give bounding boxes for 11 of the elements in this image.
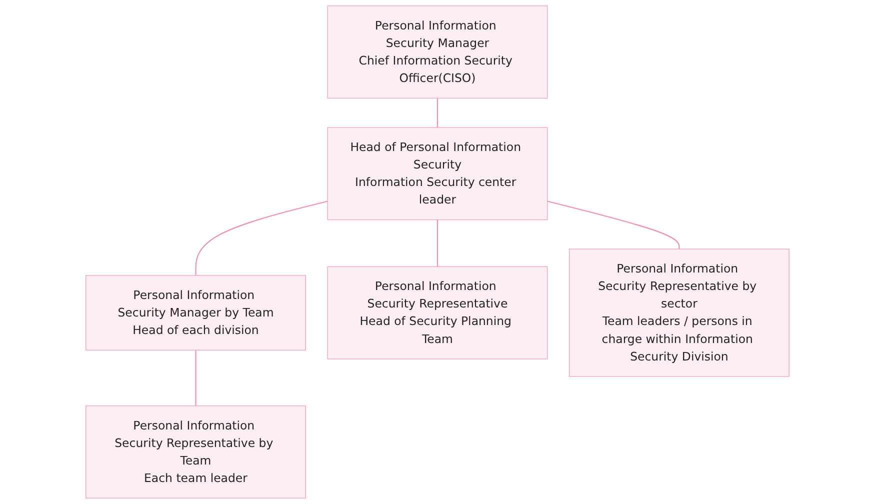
node-box: Personal Information Security Representative Head of Security Planning Team [326, 266, 548, 360]
connector [436, 220, 438, 267]
node-box: Personal Information Security Representative by sector Team leaders / persons in charge within Information Security Division [568, 248, 789, 377]
connector [194, 200, 328, 276]
connector [194, 350, 196, 406]
node-box: Head of Personal Information Security Information Security center leader [326, 127, 548, 220]
connector [546, 200, 680, 250]
node-box: Personal Information Security Manager by Team Head of each division [85, 275, 306, 351]
node-box: Personal Information Security Manager Chief Information Security Officer(CISO) [326, 6, 548, 99]
node-box: Personal Information Security Representative by Team Each team leader [85, 405, 306, 498]
connector [436, 98, 438, 128]
